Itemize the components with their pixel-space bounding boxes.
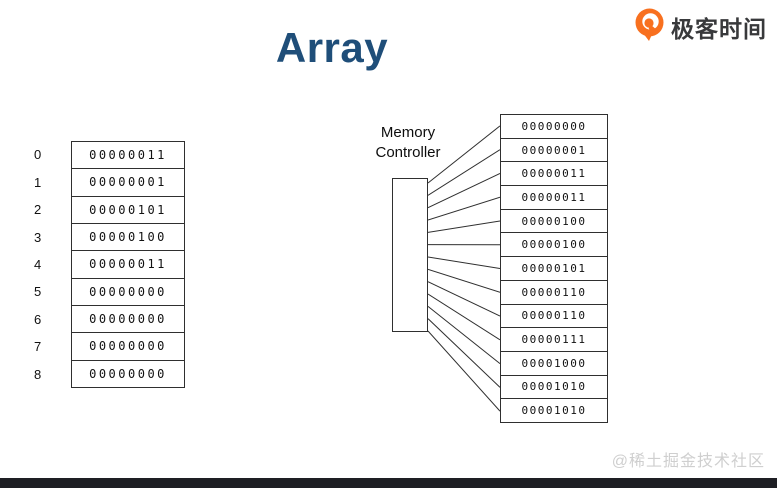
bus-line — [428, 281, 500, 317]
array-cell: 00000101 — [72, 197, 184, 224]
array-index: 2 — [34, 202, 42, 218]
bus-line — [428, 256, 500, 269]
brand-logo-text: 极客时间 — [671, 16, 767, 42]
array-cell-value: 00000100 — [89, 230, 167, 245]
memory-controller-box — [392, 178, 428, 332]
memory-cell: 00000100 — [501, 233, 607, 258]
array-index: 7 — [34, 339, 42, 355]
bus-line — [428, 318, 500, 388]
bus-line — [428, 330, 500, 412]
memory-cell-value: 00001010 — [521, 380, 587, 394]
watermark: @稀土掘金技术社区 — [611, 453, 765, 470]
array-table: 00000011 00000001 00000101 00000100 00000011… — [71, 141, 185, 388]
array-cell: 00000001 — [72, 169, 184, 197]
bus-line — [428, 220, 500, 233]
memory-cell: 00000011 — [501, 162, 607, 187]
array-index: 8 — [34, 366, 42, 382]
array-cell-value: 00000011 — [89, 148, 167, 163]
array-cell-value: 00000000 — [89, 284, 167, 299]
array-cell-value: 00000000 — [89, 339, 167, 354]
footer-bar — [0, 478, 777, 488]
array-cell: 00000011 — [72, 142, 184, 170]
array-cell: 00000000 — [72, 306, 184, 334]
bus-line — [428, 293, 500, 341]
memory-controller-label: Memory Controller — [375, 124, 441, 161]
array-index: 4 — [34, 256, 42, 272]
array-index: 3 — [34, 229, 42, 245]
array-cell-value: 00000000 — [89, 366, 167, 381]
array-cell: 00000000 — [72, 333, 184, 361]
bus-line — [428, 268, 500, 293]
memory-cell: 00000000 — [501, 115, 607, 139]
memory-table: 00000000 00000001 00000011 00000011 00000100… — [500, 114, 608, 423]
array-cell-value: 00000001 — [89, 175, 167, 190]
memory-cell-value: 00000011 — [521, 167, 587, 181]
memory-cell-value: 00001000 — [521, 356, 587, 370]
controller-to-memory-lines — [428, 125, 500, 412]
memory-cell-value: 00000110 — [521, 309, 587, 323]
memory-cell: 00001010 — [501, 376, 607, 400]
memory-cell-value: 00001010 — [521, 404, 587, 418]
brand-logo: 极客时间 — [633, 7, 767, 47]
array-cell: 00000000 — [72, 279, 184, 306]
memory-cell: 00000001 — [501, 139, 607, 163]
array-cell: 00000100 — [72, 224, 184, 252]
bus-line — [428, 172, 500, 209]
array-index: 1 — [34, 174, 42, 190]
memory-cell: 00001010 — [501, 399, 607, 422]
memory-cell: 00000111 — [501, 328, 607, 352]
memory-cell: 00000100 — [501, 210, 607, 234]
memory-cell-value: 00000001 — [521, 143, 587, 157]
array-cell: 00000011 — [72, 251, 184, 279]
array-index: 5 — [34, 284, 42, 300]
geektime-q-icon — [633, 7, 666, 47]
memory-cell-value: 00000000 — [521, 119, 587, 133]
bus-line — [428, 305, 500, 364]
array-index-column: 0 1 2 3 4 5 6 7 8 — [34, 141, 58, 388]
memory-cell: 00000011 — [501, 186, 607, 210]
memory-cell: 00000101 — [501, 257, 607, 281]
array-cell: 00000000 — [72, 361, 184, 387]
bus-line — [428, 196, 500, 221]
array-cell-value: 00000101 — [89, 202, 167, 217]
memory-cell-value: 00000100 — [521, 238, 587, 252]
page-title: Array — [275, 24, 389, 71]
array-cell-value: 00000000 — [89, 312, 167, 327]
bus-line — [428, 125, 500, 184]
array-index: 6 — [34, 311, 42, 327]
memory-cell: 00000110 — [501, 305, 607, 329]
memory-cell: 00001000 — [501, 352, 607, 376]
array-index: 0 — [34, 147, 42, 163]
memory-cell-value: 00000100 — [521, 214, 587, 228]
bus-line — [428, 149, 500, 196]
array-cell-value: 00000011 — [89, 257, 167, 272]
memory-cell-value: 00000110 — [521, 285, 587, 299]
memory-cell-value: 00000111 — [521, 333, 587, 347]
memory-cell-value: 00000101 — [521, 261, 587, 275]
memory-cell-value: 00000011 — [521, 190, 587, 204]
memory-cell: 00000110 — [501, 281, 607, 305]
